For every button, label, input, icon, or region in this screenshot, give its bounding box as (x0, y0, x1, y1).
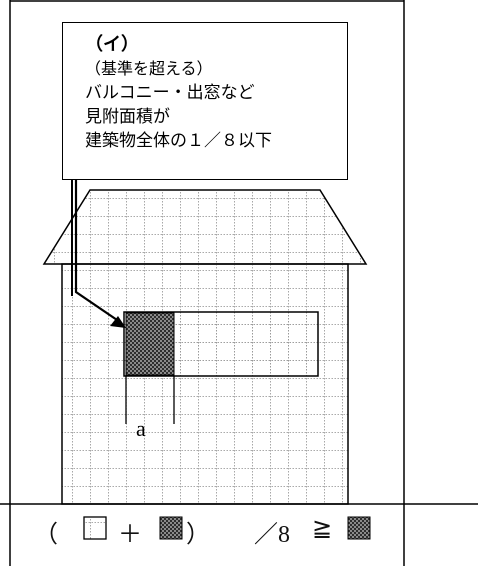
hatched-square-icon-2 (347, 516, 371, 540)
formula-open-paren: （ (34, 522, 58, 548)
dimension-label-a: a (136, 416, 146, 441)
arrow-head (110, 316, 126, 328)
formula-relation: ≧ (312, 516, 333, 542)
formula-ratio: ／8 (254, 522, 290, 548)
building-wall (61, 263, 349, 505)
projection-area (125, 312, 175, 376)
callout-line-3: 見附面積が (85, 107, 170, 127)
formula: （ ＋ ） ／8 ≧ (0, 510, 478, 550)
callout-box: （イ） （基準を超える） バルコニー・出窓など 見附面積が 建築物全体の１／８以… (62, 22, 348, 180)
leader-arrow (74, 180, 121, 323)
hatched-square-icon-1 (159, 516, 183, 540)
formula-close-paren: ） (186, 522, 210, 548)
formula-plus: ＋ (118, 522, 142, 548)
callout-line-2: バルコニー・出窓など (85, 83, 255, 103)
callout-title: （イ） (85, 34, 139, 55)
roof (42, 189, 368, 265)
callout-line-1: （基準を超える） (85, 59, 213, 78)
grid-square-icon (83, 516, 107, 540)
callout-line-4: 建築物全体の１／８以下 (85, 131, 272, 151)
